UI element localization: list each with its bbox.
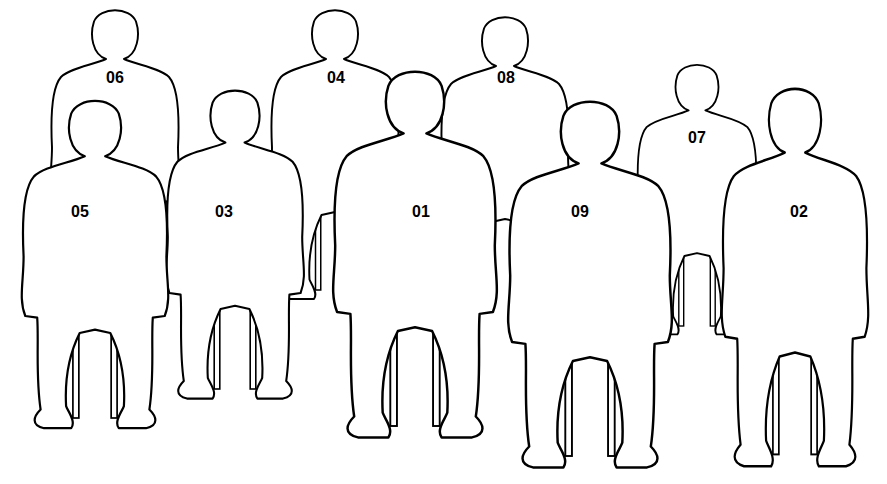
callout-number: 09: [571, 203, 589, 221]
callout-number: 02: [790, 203, 808, 221]
callout-number: 04: [327, 69, 345, 87]
person-silhouette: [166, 91, 304, 399]
callout-number: 05: [71, 203, 89, 221]
callout-number: 07: [688, 129, 706, 147]
person-silhouette: [333, 72, 497, 438]
callout-number: 01: [412, 203, 430, 221]
person-silhouette: [22, 101, 168, 428]
callout-number: 06: [106, 69, 124, 87]
callout-number: 03: [215, 203, 233, 221]
callout-number: 08: [497, 69, 515, 87]
person-silhouette: [722, 89, 868, 466]
person-silhouette: [508, 102, 672, 468]
